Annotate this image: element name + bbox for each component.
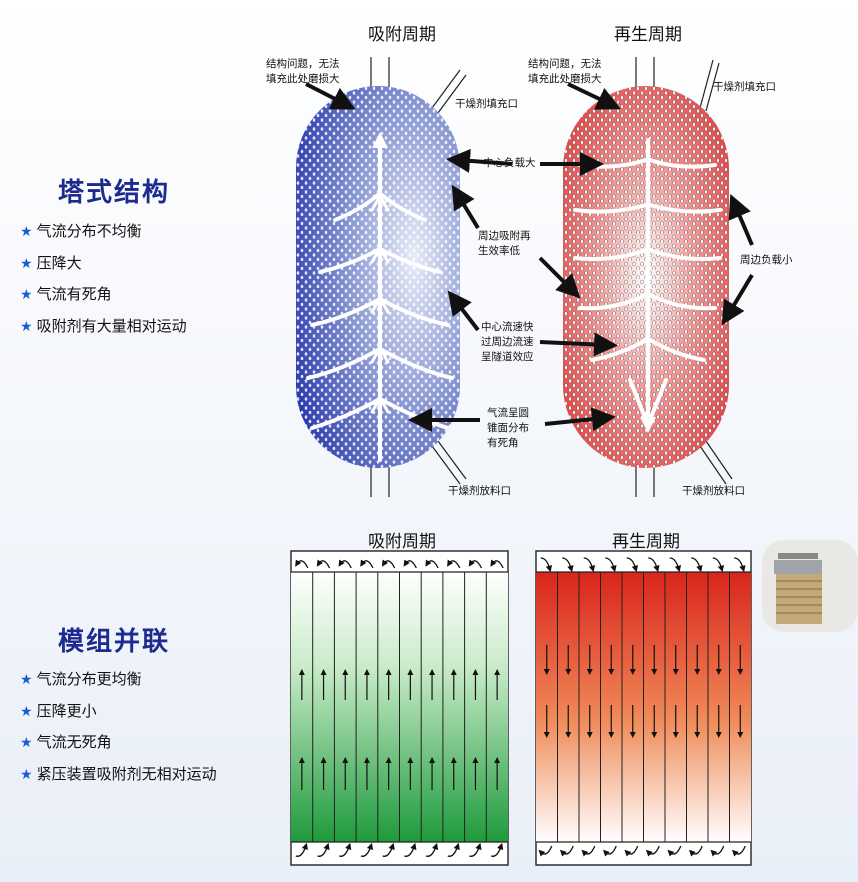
arrow-icon <box>538 845 553 857</box>
list-item: ★气流分布不均衡 <box>20 222 142 240</box>
arrow-icon <box>540 557 553 573</box>
arrow-icon <box>583 557 596 573</box>
annotation-fill-port-left: 干燥剂填充口 <box>455 98 518 110</box>
star-icon: ★ <box>20 318 33 335</box>
arrow-icon <box>645 845 660 857</box>
module-regeneration-title: 再生周期 <box>612 532 680 552</box>
module-bullet-list: ★气流分布更均衡 ★压降更小 ★气流无死角 ★紧压装置吸附剂无相对运动 <box>20 664 217 790</box>
arrow-icon <box>602 845 617 857</box>
arrow-icon <box>360 842 374 857</box>
tower-section-title: 塔式结构 <box>58 178 171 208</box>
arrow-icon <box>338 559 352 569</box>
list-item: ★紧压装置吸附剂无相对运动 <box>20 764 217 783</box>
arrow-icon <box>317 842 330 857</box>
annotation-discharge-port-left: 干燥剂放料口 <box>448 485 511 497</box>
arrow-icon <box>669 557 682 573</box>
arrow-icon <box>295 559 309 569</box>
tower-regeneration-airflow <box>573 138 722 433</box>
list-item: ★气流有死角 <box>20 285 112 303</box>
arrow-icon <box>469 842 482 857</box>
annotation-structure-wear-right: 结构问题，无法填充此处磨损大 <box>528 58 602 85</box>
annotation-discharge-port-right: 干燥剂放料口 <box>682 485 745 497</box>
arrow-icon <box>447 842 460 857</box>
annotation-fill-port-right: 干燥剂填充口 <box>713 81 776 93</box>
star-icon: ★ <box>20 766 33 783</box>
annotation-cone-dead: 气流呈圆锥面分布有死角 <box>487 407 529 449</box>
list-item: ★气流分布更均衡 <box>20 670 142 688</box>
arrow-icon <box>626 557 639 573</box>
star-icon: ★ <box>20 224 33 240</box>
arrow-icon <box>648 557 660 573</box>
annotation-tunnel-effect: 中心流速快过周边流速呈隧道效应 <box>481 321 534 363</box>
module-adsorption-title: 吸附周期 <box>368 532 436 552</box>
star-icon: ★ <box>20 735 33 751</box>
arrow-icon <box>425 842 439 857</box>
arrow-icon <box>403 559 417 569</box>
annotation-edge-load: 周边负载小 <box>740 254 793 266</box>
arrow-icon <box>562 557 574 573</box>
arrow-icon <box>734 557 746 573</box>
tower-adsorption-title: 吸附周期 <box>368 25 436 45</box>
arrow-icon <box>339 842 352 857</box>
module-adsorption-panel <box>290 550 509 866</box>
arrow-icon <box>447 559 461 569</box>
arrow-icon <box>490 842 504 857</box>
list-item: ★气流无死角 <box>20 733 112 751</box>
arrow-icon <box>624 845 639 857</box>
arrow-icon <box>667 845 682 857</box>
arrow-icon <box>468 559 483 569</box>
arrow-icon <box>295 842 308 857</box>
annotation-edge-efficiency: 周边吸附再生效率低 <box>478 230 531 257</box>
tower-regeneration-title: 再生周期 <box>614 25 682 45</box>
star-icon: ★ <box>20 672 33 688</box>
module-regeneration-panel <box>535 550 752 866</box>
arrow-icon <box>605 557 617 573</box>
list-item: ★吸附剂有大量相对运动 <box>20 316 187 335</box>
arrow-icon <box>490 559 504 569</box>
arrow-icon <box>316 559 331 569</box>
arrow-icon <box>382 842 395 857</box>
tower-regeneration-pipes <box>635 57 733 497</box>
module-section-title: 模组并联 <box>58 627 171 657</box>
tower-adsorption-pipes <box>370 57 467 497</box>
star-icon: ★ <box>20 703 33 720</box>
arrow-icon <box>688 845 703 857</box>
module-photo-icon <box>762 540 858 632</box>
arrow-icon <box>425 559 439 569</box>
arrow-icon <box>404 842 417 857</box>
arrow-icon <box>581 845 596 857</box>
arrow-icon <box>710 845 725 857</box>
annotation-arrows <box>305 82 754 432</box>
arrow-icon <box>559 845 574 857</box>
arrow-icon <box>691 557 703 573</box>
list-item: ★压降更小 <box>20 701 97 720</box>
list-item: ★压降大 <box>20 253 82 272</box>
arrow-icon <box>712 557 725 573</box>
annotation-structure-wear-left: 结构问题，无法填充此处磨损大 <box>266 58 340 85</box>
star-icon: ★ <box>20 287 33 303</box>
arrow-icon <box>360 559 374 569</box>
arrow-icon <box>731 845 746 857</box>
tower-bullet-list: ★气流分布不均衡 ★压降大 ★气流有死角 ★吸附剂有大量相对运动 <box>20 216 187 342</box>
tower-adsorption-airflow <box>306 132 454 462</box>
star-icon: ★ <box>20 255 33 272</box>
arrow-icon <box>381 559 396 569</box>
